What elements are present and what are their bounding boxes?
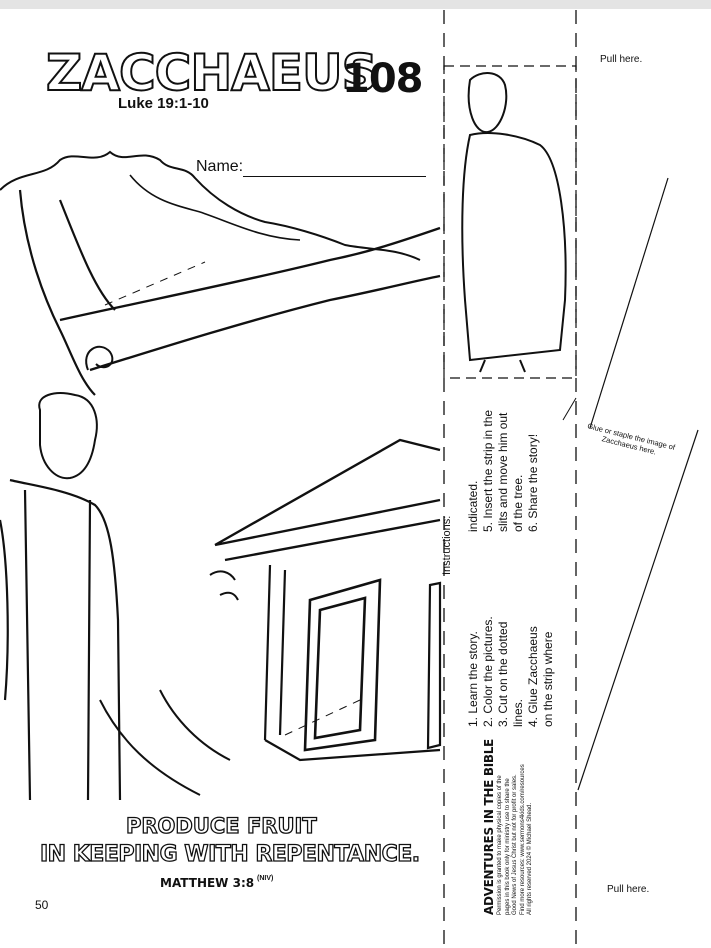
instruction-line: 4. Glue Zacchaeus xyxy=(526,626,540,727)
instruction-line: 2. Color the pictures. xyxy=(481,616,495,727)
instructions-column-2: indicated. 5. Insert the strip in the sl… xyxy=(466,410,541,532)
instruction-line: of the tree. xyxy=(511,474,525,532)
top-bar xyxy=(0,0,711,9)
permission-line: pages in this book only for ministry use… xyxy=(504,778,511,915)
strip-line-top xyxy=(589,177,669,429)
tree-roots xyxy=(99,689,231,796)
brand-block: ADVENTURES IN THE BIBLE Permission is gr… xyxy=(482,739,535,915)
pull-here-top: Pull here. xyxy=(600,54,643,65)
dashed-slit-2 xyxy=(284,699,361,736)
instructions-title: Instructions: xyxy=(441,515,453,575)
instruction-line: lines. xyxy=(511,698,525,727)
page-title: ZACCHAEUS xyxy=(45,44,379,102)
instruction-line: 6. Share the story! xyxy=(526,433,540,532)
jesus-head xyxy=(38,392,98,480)
scripture-reference: Luke 19:1-10 xyxy=(118,95,209,112)
verse-reference: MATTHEW 3:8 xyxy=(160,876,255,890)
instruction-line: slits and move him out xyxy=(496,412,510,532)
dashed-slit-1 xyxy=(104,261,206,306)
instruction-line: 5. Insert the strip in the xyxy=(481,409,495,532)
zacchaeus-figure xyxy=(461,72,567,373)
strip-line-bottom xyxy=(577,429,699,791)
house-roof xyxy=(214,438,441,562)
verse-line-2: IN KEEPING WITH REPENTANCE. xyxy=(39,841,420,867)
zacchaeus-cutout-box xyxy=(443,65,577,379)
lesson-number: 108 xyxy=(342,56,423,102)
instruction-line: on the strip where xyxy=(541,631,555,727)
roof-detail xyxy=(209,570,239,601)
instruction-line: 3. Cut on the dotted xyxy=(496,621,510,727)
verse-line-1: PRODUCE FRUIT xyxy=(125,813,317,838)
house-window-right xyxy=(426,581,442,750)
name-label: Name: xyxy=(196,158,244,175)
name-line[interactable] xyxy=(243,176,426,177)
tree-trunk xyxy=(18,189,116,396)
instructions-title-block: Instructions: xyxy=(440,516,455,575)
instruction-line: 1. Learn the story. xyxy=(466,631,480,727)
brand-name: ADVENTURES IN THE BIBLE xyxy=(482,739,496,915)
permission-line: Good News of Jesus Christ but not for pr… xyxy=(512,774,519,915)
pull-here-bottom: Pull here. xyxy=(607,884,650,895)
house-wall xyxy=(263,564,441,762)
page-number: 50 xyxy=(35,898,49,912)
house-window xyxy=(303,578,382,752)
verse-version: (NIV) xyxy=(257,875,274,882)
permission-line: Permission is granted to make physical c… xyxy=(497,775,503,915)
strip-slit-line xyxy=(562,397,577,421)
instruction-line: indicated. xyxy=(466,480,480,532)
branch-swirl xyxy=(85,345,114,371)
tree-canopy xyxy=(0,150,421,261)
jesus-body xyxy=(0,478,122,801)
instructions-column-1: 1. Learn the story. 2. Color the picture… xyxy=(466,616,556,727)
tree-canopy-inner xyxy=(129,174,301,241)
permission-line: All rights reserved 2024 © Michael Shead… xyxy=(527,802,534,915)
tree-branch xyxy=(59,226,441,372)
